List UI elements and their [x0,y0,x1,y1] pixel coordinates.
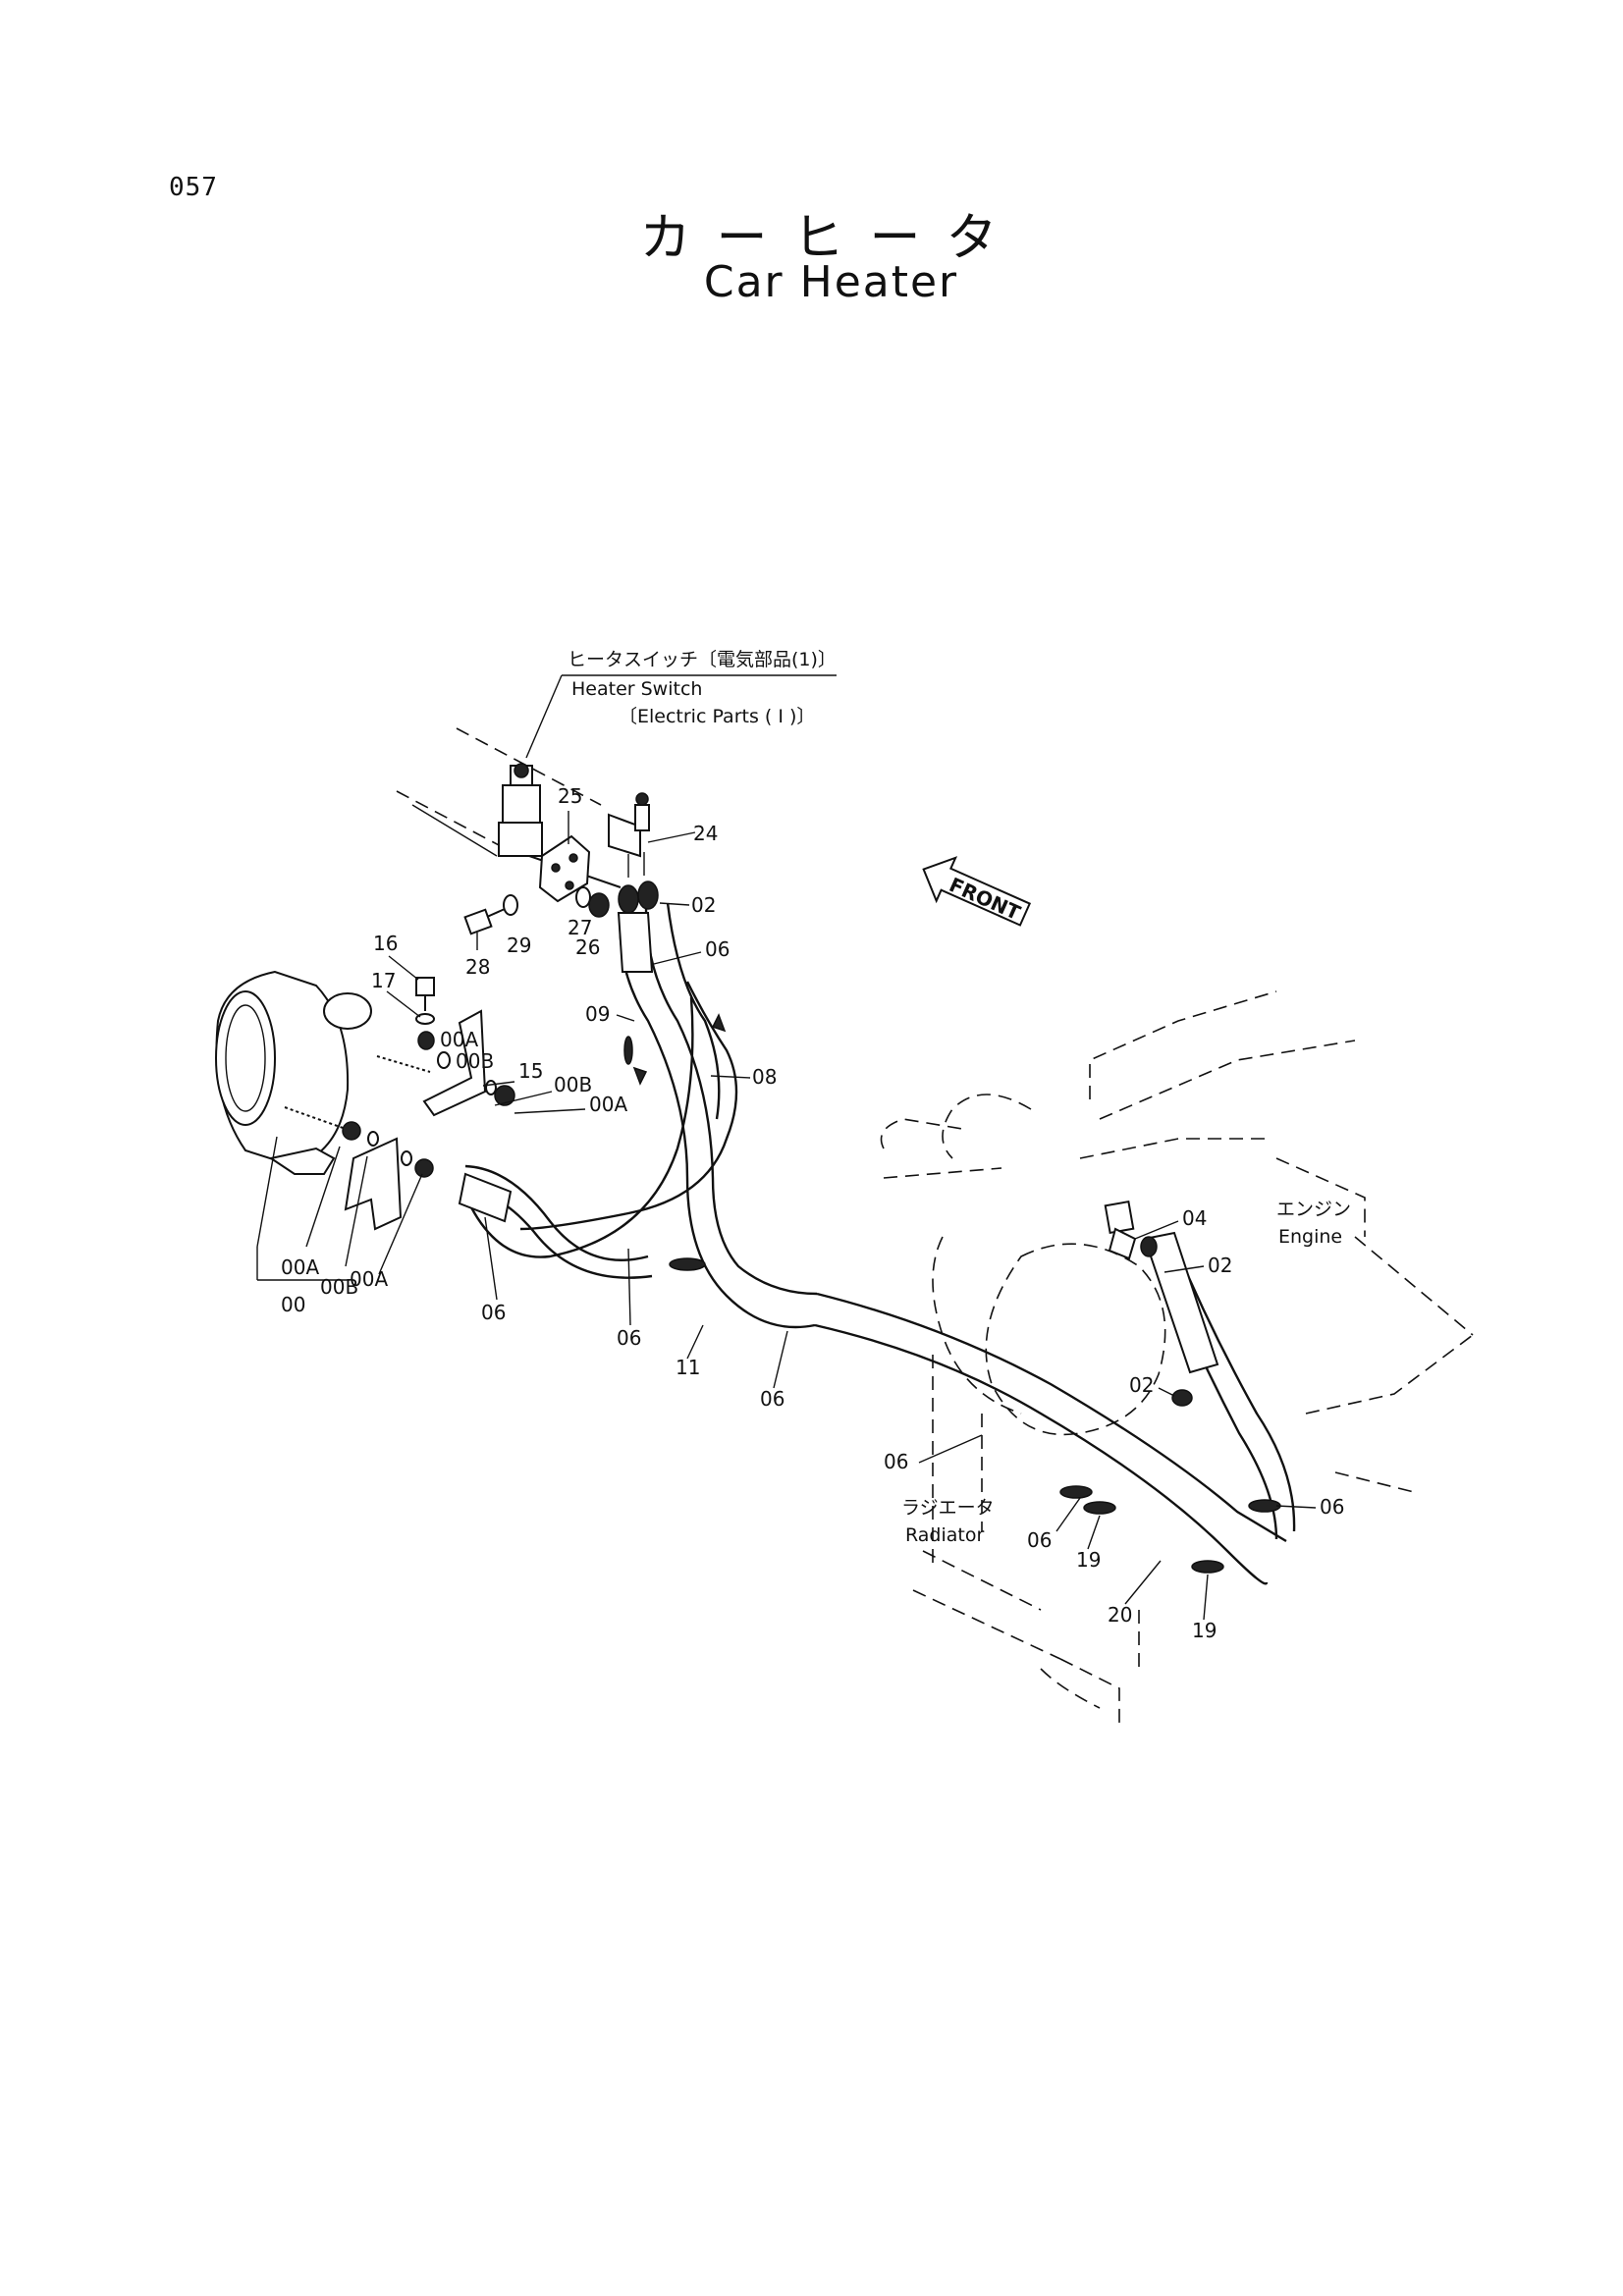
radiator-outline [912,1550,1140,1728]
callout-24: 24 [693,822,718,845]
callout-26: 26 [575,935,600,959]
fastener-stack: 28 29 27 26 [463,886,610,979]
bracket-25: 25 [538,784,591,903]
callout-06-radiator: 06 [1027,1528,1052,1552]
engine-fitting-04: 04 02 02 [1104,1200,1232,1397]
lower-bracket [342,1121,434,1231]
callout-17: 17 [371,969,396,992]
callout-00A-4: 00A [350,1267,388,1291]
callout-06-mid: 06 [617,1326,641,1350]
callout-27: 27 [568,916,592,939]
callout-29: 29 [507,934,531,957]
callout-25: 25 [558,784,582,808]
callout-19-left: 19 [1076,1548,1101,1572]
callout-06-left: 06 [481,1301,506,1324]
heater-hoses [458,902,1296,1585]
heater-switch-annotation: ヒータスイッチ〔電気部品(1)〕 Heater Switch 〔Electric… [525,649,837,759]
callout-00A-3: 00A [281,1255,319,1279]
radiator-label-en: Radiator [905,1524,984,1546]
title-japanese: カーヒータ [639,209,1023,268]
callout-00A-2: 00A [589,1093,627,1116]
hose-clamps-02: 02 [618,881,716,917]
callout-08: 08 [752,1065,777,1089]
callout-02-engine: 02 [1208,1254,1232,1277]
callout-06-top: 06 [705,937,730,961]
heater-unit [215,970,431,1175]
callout-28: 28 [465,955,490,979]
assembly-00-leaders: 00A 00B 00A 00 [256,1136,423,1316]
callout-02-radiator: 02 [1129,1373,1154,1397]
title-english: Car Heater [703,257,959,307]
callout-02-top: 02 [691,893,716,917]
bracket-15: 00A 00B 15 00B 00A [417,1009,627,1117]
heater-switch [498,763,543,857]
callout-06-right: 06 [1320,1495,1344,1519]
valve-24: 24 [608,792,718,878]
callout-15: 15 [518,1059,543,1083]
callout-09: 09 [585,1002,610,1026]
front-arrow: FRONT [922,856,1032,927]
callout-00B-1: 00B [456,1049,494,1073]
radiator-label-jp: ラジエータ [901,1497,995,1519]
callout-06-lower: 06 [884,1450,908,1473]
heater-switch-en: Heater Switch [571,678,702,700]
front-label: FRONT [946,873,1024,925]
callout-04: 04 [1182,1206,1207,1230]
callout-00B-2: 00B [554,1073,592,1096]
heater-switch-jp: ヒータスイッチ〔電気部品(1)〕 [568,649,837,670]
callout-16: 16 [373,932,398,955]
callout-00B-3: 00B [320,1275,358,1299]
page-number: 057 [169,173,218,202]
callout-06-run: 06 [760,1387,784,1411]
hose-callouts: 06 09 08 06 06 11 06 06 06 19 20 19 06 [481,937,1344,1642]
engine-outline [880,990,1474,1571]
heater-switch-ref: 〔Electric Parts ( I )〕 [619,706,815,727]
callout-00A-1: 00A [440,1028,478,1051]
engine-label-jp: エンジン [1276,1199,1351,1220]
callout-19-right: 19 [1192,1619,1217,1642]
component-labels: エンジン Engine ラジエータ Radiator [901,1199,1351,1546]
bolt-16: 16 17 [371,932,435,1025]
callout-00: 00 [281,1293,305,1316]
callout-20: 20 [1108,1603,1132,1627]
engine-label-en: Engine [1278,1226,1342,1248]
callout-11: 11 [676,1356,700,1379]
